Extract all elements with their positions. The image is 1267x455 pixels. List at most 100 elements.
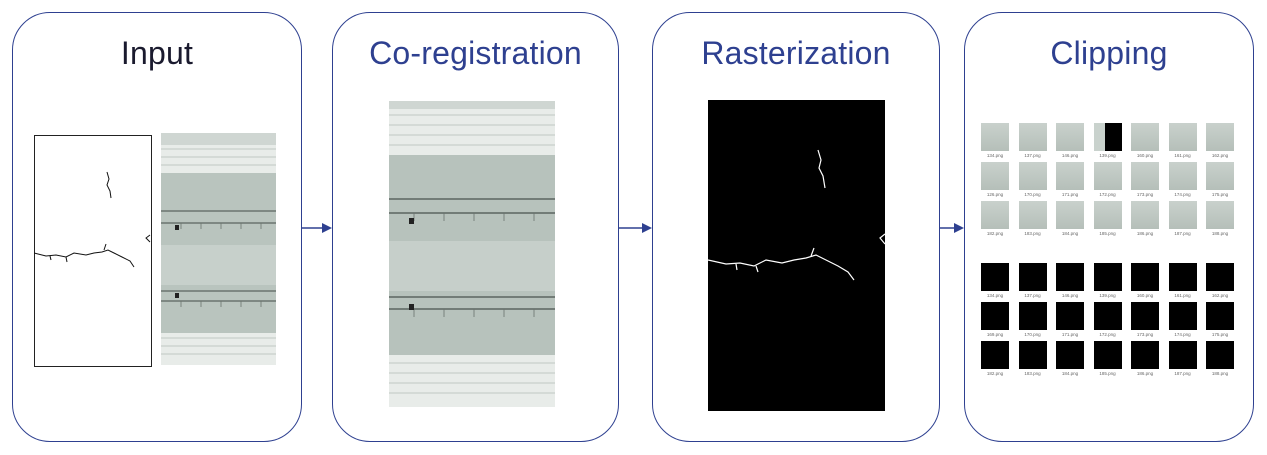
tile-filename-label: 188.png <box>1211 231 1229 236</box>
mask-tile-image <box>1131 341 1159 369</box>
panel-rasterization: Rasterization <box>652 12 940 442</box>
mask-tile-image <box>1018 263 1047 291</box>
panel-title-rasterization: Rasterization <box>701 35 891 71</box>
rgb-tile-image <box>1168 123 1197 151</box>
mask-tile-image <box>1168 302 1197 330</box>
tile-filename-label: 126.png <box>986 192 1004 197</box>
tile-filename-label: 186.png <box>1136 371 1154 376</box>
tile-filename-label: 160.png <box>1136 153 1154 158</box>
tile-filename-label: 172.png <box>1099 192 1116 197</box>
tile-filename-label: 183.png <box>1024 371 1041 376</box>
mask-tile-image <box>1093 302 1122 330</box>
rgb-tile-image <box>1168 162 1197 190</box>
tile-filename-label: 186.png <box>1136 231 1154 236</box>
panel-title-clipping: Clipping <box>1050 35 1168 71</box>
rgb-tile-image <box>1206 201 1234 229</box>
mask-tile-image <box>1206 263 1234 291</box>
tile-filename-label: 162.png <box>1211 293 1229 298</box>
mask-tile-image <box>1093 263 1122 291</box>
rgb-tile-image <box>1168 201 1197 229</box>
panel-co-registration: Co-registration <box>332 12 619 442</box>
mask-tile-image <box>1131 263 1159 291</box>
tile-filename-label: 187.png <box>1174 231 1191 236</box>
tile-filename-label: 160.png <box>1136 293 1154 298</box>
mask-tile-image <box>1206 302 1234 330</box>
panel-clipping: Clipping 134.png 137.png 146.png 139.png 160… <box>964 12 1254 442</box>
tile-filename-label: 175.png <box>1211 332 1229 337</box>
mask-tile-image <box>1018 341 1047 369</box>
mask-tile-image <box>1093 341 1122 369</box>
tile-filename-label: 174.png <box>1174 332 1191 337</box>
tile-filename-label: 169.png <box>986 332 1004 337</box>
tile-filename-label: 183.png <box>1024 231 1041 236</box>
tile-filename-label: 182.png <box>986 371 1004 376</box>
arrow-icon <box>302 223 332 233</box>
rgb-tile-image <box>1018 123 1047 151</box>
tile-filename-label: 182.png <box>986 231 1004 236</box>
rgb-tile-image <box>1206 123 1234 151</box>
rgb-tile-image <box>981 123 1009 151</box>
tile-filename-label: 137.png <box>1024 153 1041 158</box>
tile-filename-label: 173.png <box>1136 192 1154 197</box>
rgb-tile-image <box>1131 162 1159 190</box>
tile-filename-label: 185.png <box>1099 231 1116 236</box>
tile-filename-label: 137.png <box>1024 293 1041 298</box>
rgb-tile-image <box>1056 201 1084 229</box>
arrow-icon <box>940 223 964 233</box>
rgb-tile-image <box>1206 162 1234 190</box>
mask-tile-image <box>981 302 1009 330</box>
mask-tile-image <box>1168 263 1197 291</box>
tile-filename-label: 134.png <box>986 293 1004 298</box>
tile-filename-label: 161.png <box>1174 153 1191 158</box>
panel-title-co-registration: Co-registration <box>369 35 582 71</box>
rgb-tile-image <box>1093 123 1122 151</box>
panel-input: Input <box>12 12 302 442</box>
panel-title-input: Input <box>120 35 194 71</box>
rgb-tile-image <box>1018 201 1047 229</box>
rgb-tile-image <box>1093 201 1122 229</box>
tile-filename-label: 171.png <box>1061 192 1079 197</box>
crack-vector-drawing <box>34 135 152 367</box>
concrete-photo-input <box>161 133 276 365</box>
rgb-tile-image <box>981 162 1009 190</box>
rgb-tile-image <box>1131 201 1159 229</box>
mask-tile-image <box>1056 341 1084 369</box>
mask-tile-image <box>1018 302 1047 330</box>
concrete-photo-coregistered <box>389 101 555 407</box>
rgb-tile-image <box>1093 162 1122 190</box>
mask-tile-image <box>981 263 1009 291</box>
tile-filename-label: 171.png <box>1061 332 1079 337</box>
tile-filename-label: 170.png <box>1024 332 1041 337</box>
tile-filename-label: 139.png <box>1099 293 1116 298</box>
tile-filename-label: 172.png <box>1099 332 1116 337</box>
tile-filename-label: 139.png <box>1099 153 1116 158</box>
rgb-tile-image <box>1056 123 1084 151</box>
rasterized-crack-mask <box>708 100 885 411</box>
rgb-tile-image <box>1131 123 1159 151</box>
tile-filename-label: 173.png <box>1136 332 1154 337</box>
mask-tile-image <box>981 341 1009 369</box>
rgb-tile-grid: 134.png 137.png 146.png 139.png 160.png 161.p… <box>981 123 1241 248</box>
tile-filename-label: 185.png <box>1099 371 1116 376</box>
rgb-tile-image <box>1018 162 1047 190</box>
tile-filename-label: 184.png <box>1061 371 1079 376</box>
tile-filename-label: 170.png <box>1024 192 1041 197</box>
arrow-icon <box>619 223 652 233</box>
tile-filename-label: 175.png <box>1211 192 1229 197</box>
rgb-tile-image <box>981 201 1009 229</box>
tile-filename-label: 146.png <box>1061 153 1079 158</box>
mask-tile-image <box>1131 302 1159 330</box>
tile-filename-label: 134.png <box>986 153 1004 158</box>
tile-filename-label: 174.png <box>1174 192 1191 197</box>
mask-tile-image <box>1056 263 1084 291</box>
rgb-tile-image <box>1056 162 1084 190</box>
tile-filename-label: 187.png <box>1174 371 1191 376</box>
mask-tile-image <box>1056 302 1084 330</box>
tile-filename-label: 184.png <box>1061 231 1079 236</box>
tile-filename-label: 162.png <box>1211 153 1229 158</box>
tile-filename-label: 188.png <box>1211 371 1229 376</box>
mask-tile-image <box>1206 341 1234 369</box>
tile-filename-label: 146.png <box>1061 293 1079 298</box>
mask-tile-image <box>1168 341 1197 369</box>
tile-filename-label: 161.png <box>1174 293 1191 298</box>
